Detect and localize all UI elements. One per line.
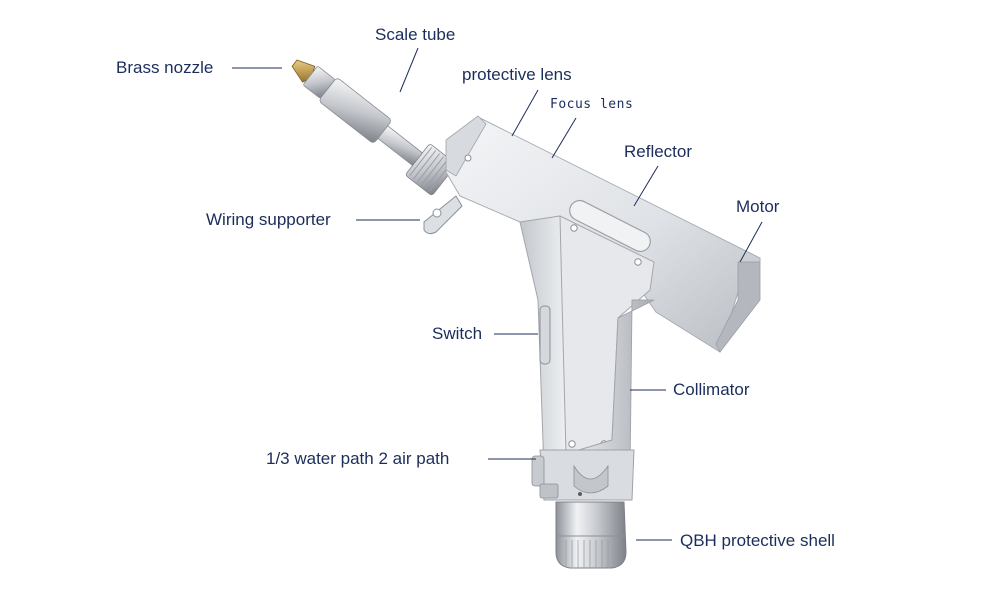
label-collimator: Collimator	[673, 380, 750, 399]
leader-motor	[739, 221, 763, 263]
label-scale-tube: Scale tube	[375, 25, 456, 44]
leader-reflector	[633, 165, 659, 207]
leader-scale-tube	[399, 47, 419, 93]
label-protective-lens: protective lens	[462, 65, 572, 84]
wiring-supporter-bracket	[423, 195, 463, 235]
label-focus-lens: Focus lens	[550, 97, 634, 112]
leader-protective-lens	[511, 89, 539, 137]
label-water-air-path: 1/3 water path 2 air path	[266, 449, 450, 468]
qbh-knurl-lines	[565, 540, 615, 568]
gun-handle	[519, 215, 655, 471]
head-screw	[464, 154, 472, 162]
bracket-hole	[432, 208, 442, 218]
leader-lines	[232, 47, 763, 541]
label-wiring-supporter: Wiring supporter	[206, 210, 331, 229]
label-motor: Motor	[736, 197, 780, 216]
head-front-cap	[445, 115, 487, 177]
water-air-fittings	[531, 455, 559, 499]
label-brass-nozzle: Brass nozzle	[116, 58, 214, 77]
label-reflector: Reflector	[624, 142, 693, 161]
reflector-window	[569, 199, 651, 253]
base-arc-window	[573, 464, 609, 494]
label-qbh-shell: QBH protective shell	[680, 531, 835, 550]
label-switch: Switch	[432, 324, 483, 343]
switch-shape	[539, 305, 551, 365]
leader-focus-lens	[551, 117, 577, 159]
qbh-shell-shape	[555, 501, 627, 569]
nozzle-tube-assembly	[291, 59, 456, 196]
motor-end-face	[715, 261, 761, 353]
gun-head-body	[445, 117, 761, 353]
base-port	[578, 492, 582, 496]
